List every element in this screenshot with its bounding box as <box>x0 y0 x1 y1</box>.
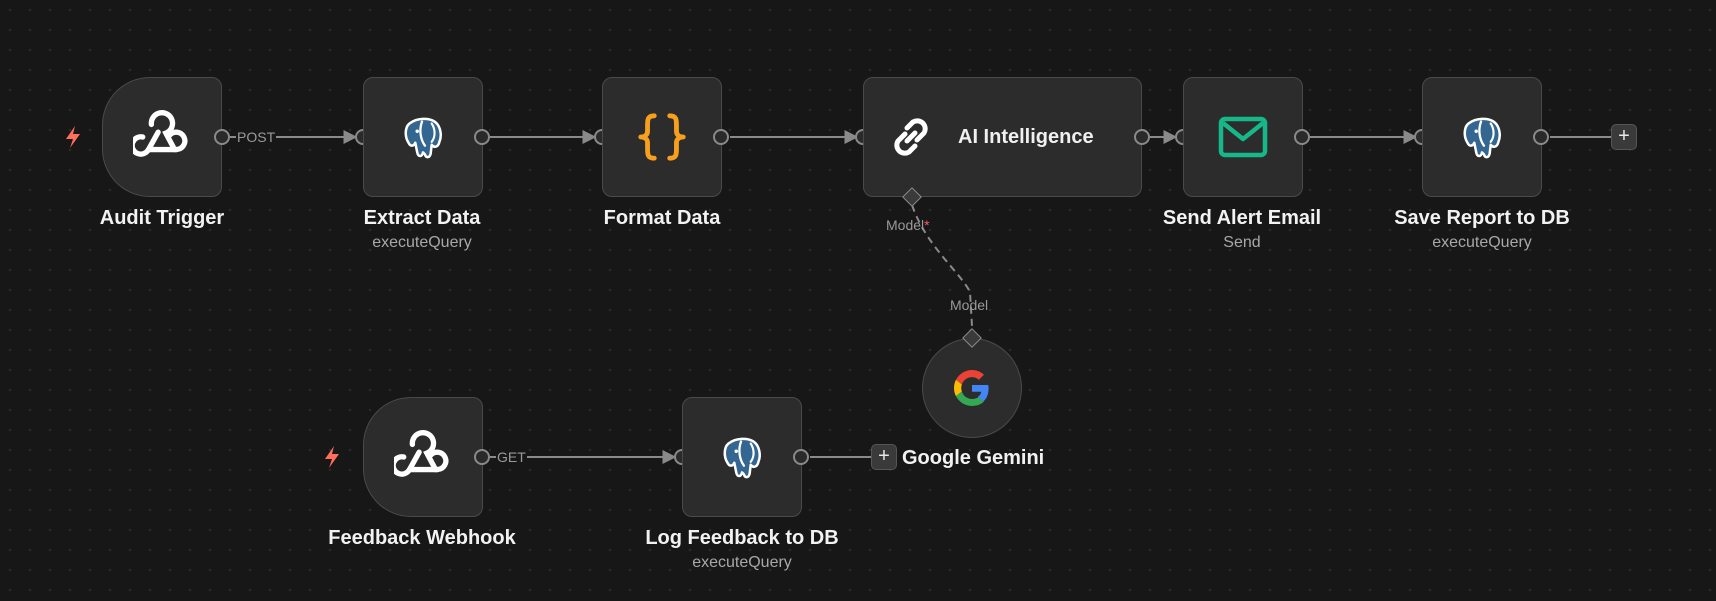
log-feedback-subtitle: executeQuery <box>692 554 792 571</box>
node-feedback-webhook[interactable] <box>363 397 483 517</box>
trigger-bolt-icon <box>66 126 80 148</box>
log-feedback-output-port[interactable] <box>793 449 809 465</box>
send-email-output-port[interactable] <box>1294 129 1310 145</box>
feedback-webhook-output-label: GET <box>496 449 527 465</box>
node-log-feedback[interactable] <box>682 397 802 517</box>
log-feedback-title: Log Feedback to DB <box>645 527 839 549</box>
webhook-icon <box>394 430 449 477</box>
save-report-title: Save Report to DB <box>1394 207 1570 229</box>
audit-trigger-output-label: POST <box>236 129 277 145</box>
save-report-subtitle: executeQuery <box>1432 234 1532 251</box>
connection-model-to-gemini[interactable] <box>911 204 973 327</box>
extract-data-subtitle: executeQuery <box>372 234 472 251</box>
google-gemini-title: Google Gemini <box>902 447 1045 469</box>
send-alert-email-title: Send Alert Email <box>1162 207 1322 229</box>
save-report-label: Save Report to DB executeQuery <box>1394 206 1570 254</box>
node-google-gemini[interactable] <box>922 338 1022 438</box>
node-save-report[interactable] <box>1422 77 1542 197</box>
node-format-data[interactable] <box>602 77 722 197</box>
feedback-webhook-label: Feedback Webhook <box>328 526 515 550</box>
postgres-icon <box>404 117 442 159</box>
extract-data-title: Extract Data <box>363 207 481 229</box>
ai-model-port-text: Model <box>886 217 925 233</box>
code-braces-icon <box>638 113 686 161</box>
postgres-icon <box>1463 117 1501 159</box>
ai-intelligence-title: AI Intelligence <box>958 125 1094 148</box>
save-report-output-port[interactable] <box>1533 129 1549 145</box>
node-ai-intelligence[interactable]: AI Intelligence <box>863 77 1142 197</box>
add-node-button-feedback[interactable]: + <box>871 444 897 470</box>
node-send-alert-email[interactable] <box>1183 77 1303 197</box>
send-alert-email-subtitle: Send <box>1223 234 1261 251</box>
audit-trigger-label: Audit Trigger <box>100 206 224 230</box>
format-data-title: Format Data <box>603 207 721 229</box>
audit-trigger-title: Audit Trigger <box>99 207 225 229</box>
extract-data-output-port[interactable] <box>474 129 490 145</box>
mail-icon <box>1218 116 1268 158</box>
ai-intelligence-output-port[interactable] <box>1134 129 1150 145</box>
ai-model-required-mark: * <box>924 217 930 233</box>
google-icon <box>954 370 989 406</box>
log-feedback-label: Log Feedback to DB executeQuery <box>645 526 838 574</box>
postgres-icon <box>723 437 761 479</box>
feedback-webhook-title: Feedback Webhook <box>328 527 516 549</box>
node-audit-trigger[interactable] <box>102 77 222 197</box>
format-data-output-port[interactable] <box>713 129 729 145</box>
add-node-button[interactable]: + <box>1611 124 1637 150</box>
webhook-icon <box>133 110 188 157</box>
ai-model-port-label: Model* <box>886 217 930 233</box>
feedback-webhook-output-port[interactable] <box>474 449 490 465</box>
trigger-bolt-icon <box>325 446 339 468</box>
extract-data-label: Extract Data executeQuery <box>364 206 481 254</box>
node-extract-data[interactable] <box>363 77 483 197</box>
link-icon <box>894 118 928 156</box>
send-alert-email-label: Send Alert Email Send <box>1163 206 1321 254</box>
format-data-label: Format Data <box>604 206 721 230</box>
gemini-model-port-label: Model <box>950 297 989 313</box>
audit-trigger-output-port[interactable] <box>214 129 230 145</box>
